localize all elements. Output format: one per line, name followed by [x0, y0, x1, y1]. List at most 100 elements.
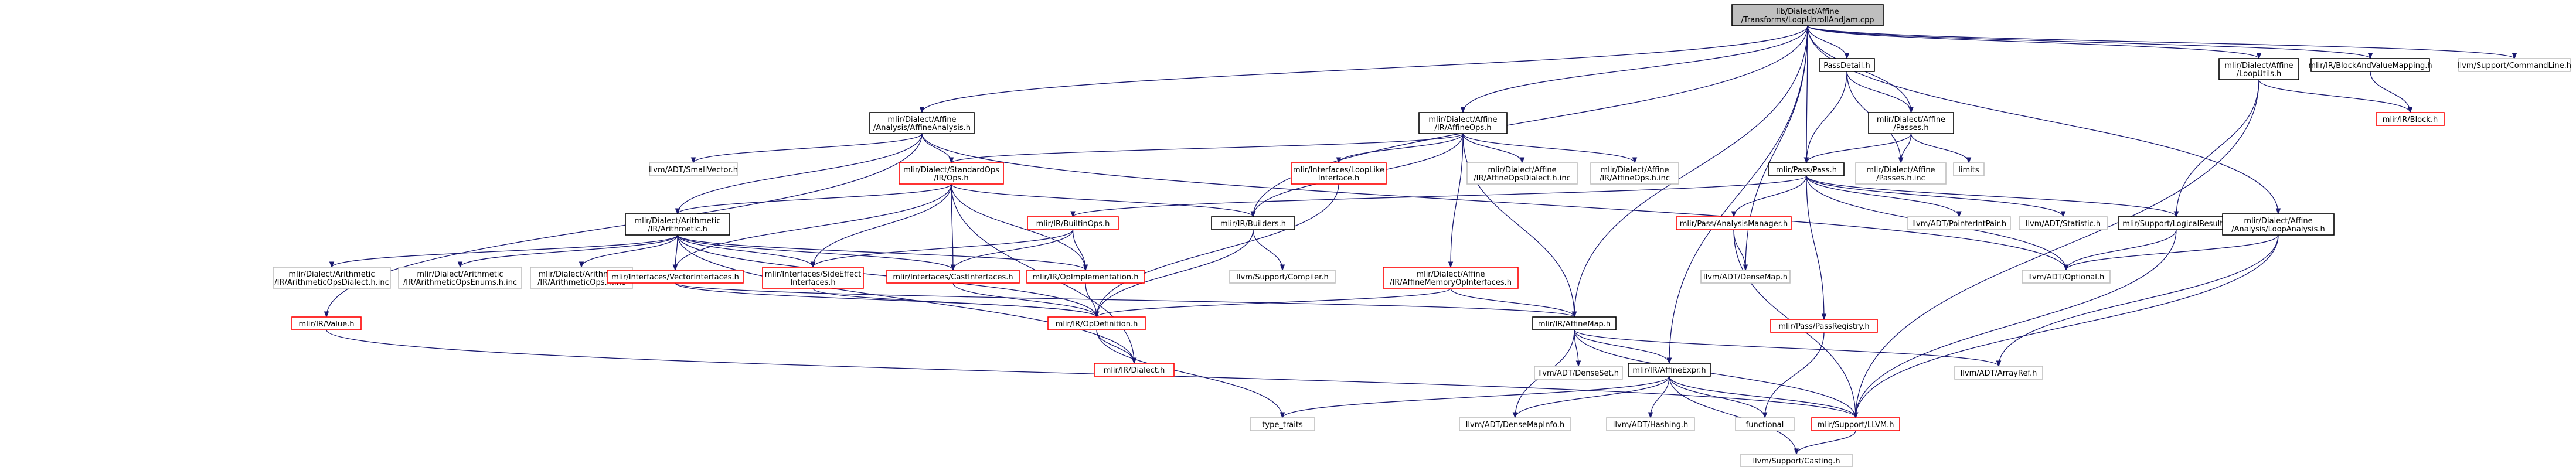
edge-arrowhead — [1070, 211, 1076, 218]
node-opdefinition[interactable]: mlir/IR/OpDefinition.h — [1047, 316, 1146, 330]
edge-arrowhead — [324, 311, 329, 318]
edge-affinemap-to-affineexpr — [1574, 329, 1670, 364]
node-label: mlir/Dialect/Arithmetic — [417, 270, 503, 279]
edge-root-to-blockandvalue — [1807, 25, 2371, 59]
edge-arrowhead — [1460, 107, 1466, 114]
node-label: /IR/AffineOps.h.inc — [1600, 174, 1670, 183]
node-affinemap[interactable]: mlir/IR/AffineMap.h — [1532, 316, 1617, 330]
node-arithmetic[interactable]: mlir/Dialect/Arithmetic/IR/Arithmetic.h — [625, 213, 730, 236]
node-dialect[interactable]: mlir/IR/Dialect.h — [1094, 363, 1175, 377]
node-memoryop[interactable]: mlir/Dialect/Affine/IR/AffineMemoryOpInt… — [1383, 267, 1519, 289]
node-label: /IR/Arithmetic.h — [648, 225, 707, 234]
node-label: llvm/ADT/Optional.h — [2028, 273, 2105, 282]
node-box — [2019, 216, 2108, 230]
node-label: mlir/Dialect/Affine — [2224, 62, 2293, 70]
node-blockandvalue[interactable]: mlir/IR/BlockAndValueMapping.h — [2308, 58, 2432, 72]
node-castinterfaces[interactable]: mlir/Interfaces/CastInterfaces.h — [886, 270, 1020, 284]
node-analysismanager[interactable]: mlir/Pass/AnalysisManager.h — [1676, 216, 1792, 230]
edge-builders-to-compiler — [1253, 229, 1283, 271]
node-passdetail[interactable]: PassDetail.h — [1819, 58, 1875, 72]
edge-vectorinterfaces-to-affinemap — [675, 282, 1575, 318]
edge-arithmetic-to-arithenumsinc — [460, 234, 678, 268]
node-label: /Analysis/AffineAnalysis.h — [873, 124, 971, 132]
node-passregistry[interactable]: mlir/Pass/PassRegistry.h — [1770, 319, 1878, 333]
node-label: limits — [1958, 166, 1979, 175]
node-box — [2458, 58, 2571, 72]
edge-castinterfaces-to-opdefinition — [952, 282, 1097, 318]
edge-affineanalysis-to-smallvector — [693, 133, 923, 163]
node-label: /IR/ArithmeticOpsEnums.h.inc — [403, 278, 517, 287]
node-box — [2310, 58, 2430, 72]
edge-affinemap-to-llvm — [1574, 329, 1856, 418]
node-opimpl[interactable]: mlir/IR/OpImplementation.h — [1026, 270, 1145, 284]
node-label: /IR/ArithmeticOpsDialect.h.inc — [274, 278, 389, 287]
edge-passregistry-to-functional — [1764, 332, 1825, 418]
node-passeshinc: mlir/Dialect/Affine/Passes.h.inc — [1855, 162, 1947, 185]
node-label: /IR/ArithmeticOps.h.inc — [537, 278, 625, 287]
node-box — [649, 162, 738, 176]
edge-stdops-to-castinterfaces — [951, 183, 954, 271]
node-smallvector: llvm/ADT/SmallVector.h — [649, 162, 738, 176]
node-builders[interactable]: mlir/IR/Builders.h — [1211, 216, 1295, 230]
edge-arithmetic-to-sideeffect — [677, 234, 814, 268]
node-block[interactable]: mlir/IR/Block.h — [2376, 112, 2445, 126]
edge-arrowhead — [1731, 211, 1737, 218]
edge-affineanalysis-to-arithmetic — [677, 133, 923, 214]
edge-arrowhead — [1519, 157, 1525, 164]
node-box — [625, 213, 730, 236]
edge-arrowhead — [1648, 412, 1653, 419]
edge-affineanalysis-to-optional — [921, 133, 2067, 271]
edge-memoryop-to-opdefinition — [1096, 288, 1451, 318]
node-builtinops[interactable]: mlir/IR/BuiltinOps.h — [1027, 216, 1119, 230]
node-label: llvm/ADT/DenseMap.h — [1703, 273, 1788, 282]
node-stdops[interactable]: mlir/Dialect/StandardOps/IR/Ops.h — [899, 162, 1004, 185]
edge-arrowhead — [1908, 107, 1914, 114]
node-affineanalysis[interactable]: mlir/Dialect/Affine/Analysis/AffineAnaly… — [869, 112, 975, 134]
node-box — [1770, 319, 1878, 333]
node-affineops[interactable]: mlir/Dialect/Affine/IR/AffineOps.h — [1418, 112, 1508, 134]
edge-arrowhead — [1250, 211, 1256, 218]
edge-pass-to-builtinops — [1072, 175, 1807, 217]
node-box — [1459, 417, 1571, 431]
node-affineexpr[interactable]: mlir/IR/AffineExpr.h — [1628, 363, 1711, 377]
node-arithdialectinc: mlir/Dialect/Arithmetic/IR/ArithmeticOps… — [273, 267, 391, 289]
edge-arrowhead — [1898, 157, 1904, 164]
node-label: /IR/AffineOpsDialect.h.inc — [1474, 174, 1571, 183]
node-label: mlir/Dialect/Affine — [1877, 115, 1945, 124]
edge-builtinops-to-opimpl — [1072, 229, 1086, 271]
node-llvm[interactable]: mlir/Support/LLVM.h — [1811, 417, 1900, 431]
node-label: mlir/Interfaces/SideEffect — [765, 270, 862, 279]
node-root[interactable]: lib/Dialect/Affine/Transforms/LoopUnroll… — [1731, 4, 1884, 26]
node-loopanalysis[interactable]: mlir/Dialect/Affine/Analysis/LoopAnalysi… — [2222, 213, 2335, 236]
edge-arrowhead — [2173, 211, 2179, 218]
node-box — [1418, 112, 1508, 134]
node-box — [1291, 162, 1387, 185]
node-pass[interactable]: mlir/Pass/Pass.h — [1768, 162, 1845, 176]
node-box — [1250, 417, 1315, 431]
edge-looplike-to-opdefinition — [1096, 183, 1339, 318]
node-value[interactable]: mlir/IR/Value.h — [291, 316, 362, 330]
edge-arrowhead — [2063, 264, 2069, 271]
node-affinedialectinc: mlir/Dialect/Affine/IR/AffineOpsDialect.… — [1466, 162, 1578, 185]
node-label: mlir/Pass/PassRegistry.h — [1778, 322, 1869, 331]
node-vectorinterfaces[interactable]: mlir/Interfaces/VectorInterfaces.h — [607, 270, 744, 284]
edge-root-to-commandline — [1807, 25, 2515, 59]
edge-root-to-densemap — [1745, 25, 1808, 271]
node-label: mlir/Dialect/Arithmetic — [634, 217, 720, 226]
edge-arrowhead — [2256, 53, 2262, 60]
edge-stdops-to-builders — [951, 183, 1254, 217]
edge-looputils-to-block — [2258, 79, 2411, 113]
node-logicalresult[interactable]: mlir/Support/LogicalResult.h — [2118, 216, 2235, 230]
node-label: mlir/IR/Block.h — [2383, 115, 2438, 124]
edge-arrowhead — [672, 264, 678, 271]
node-affinepasses[interactable]: mlir/Dialect/Affine/Passes.h — [1868, 112, 1954, 134]
node-label: llvm/ADT/DenseMapInfo.h — [1466, 421, 1564, 429]
node-looputils[interactable]: mlir/Dialect/Affine/LoopUtils.h — [2218, 58, 2299, 80]
node-box — [1047, 316, 1146, 330]
edge-arrowhead — [2512, 53, 2517, 60]
node-box — [1819, 58, 1875, 72]
node-label: mlir/Dialect/Affine — [1866, 166, 1935, 175]
edge-affineops-to-affineopshinc — [1462, 133, 1635, 163]
